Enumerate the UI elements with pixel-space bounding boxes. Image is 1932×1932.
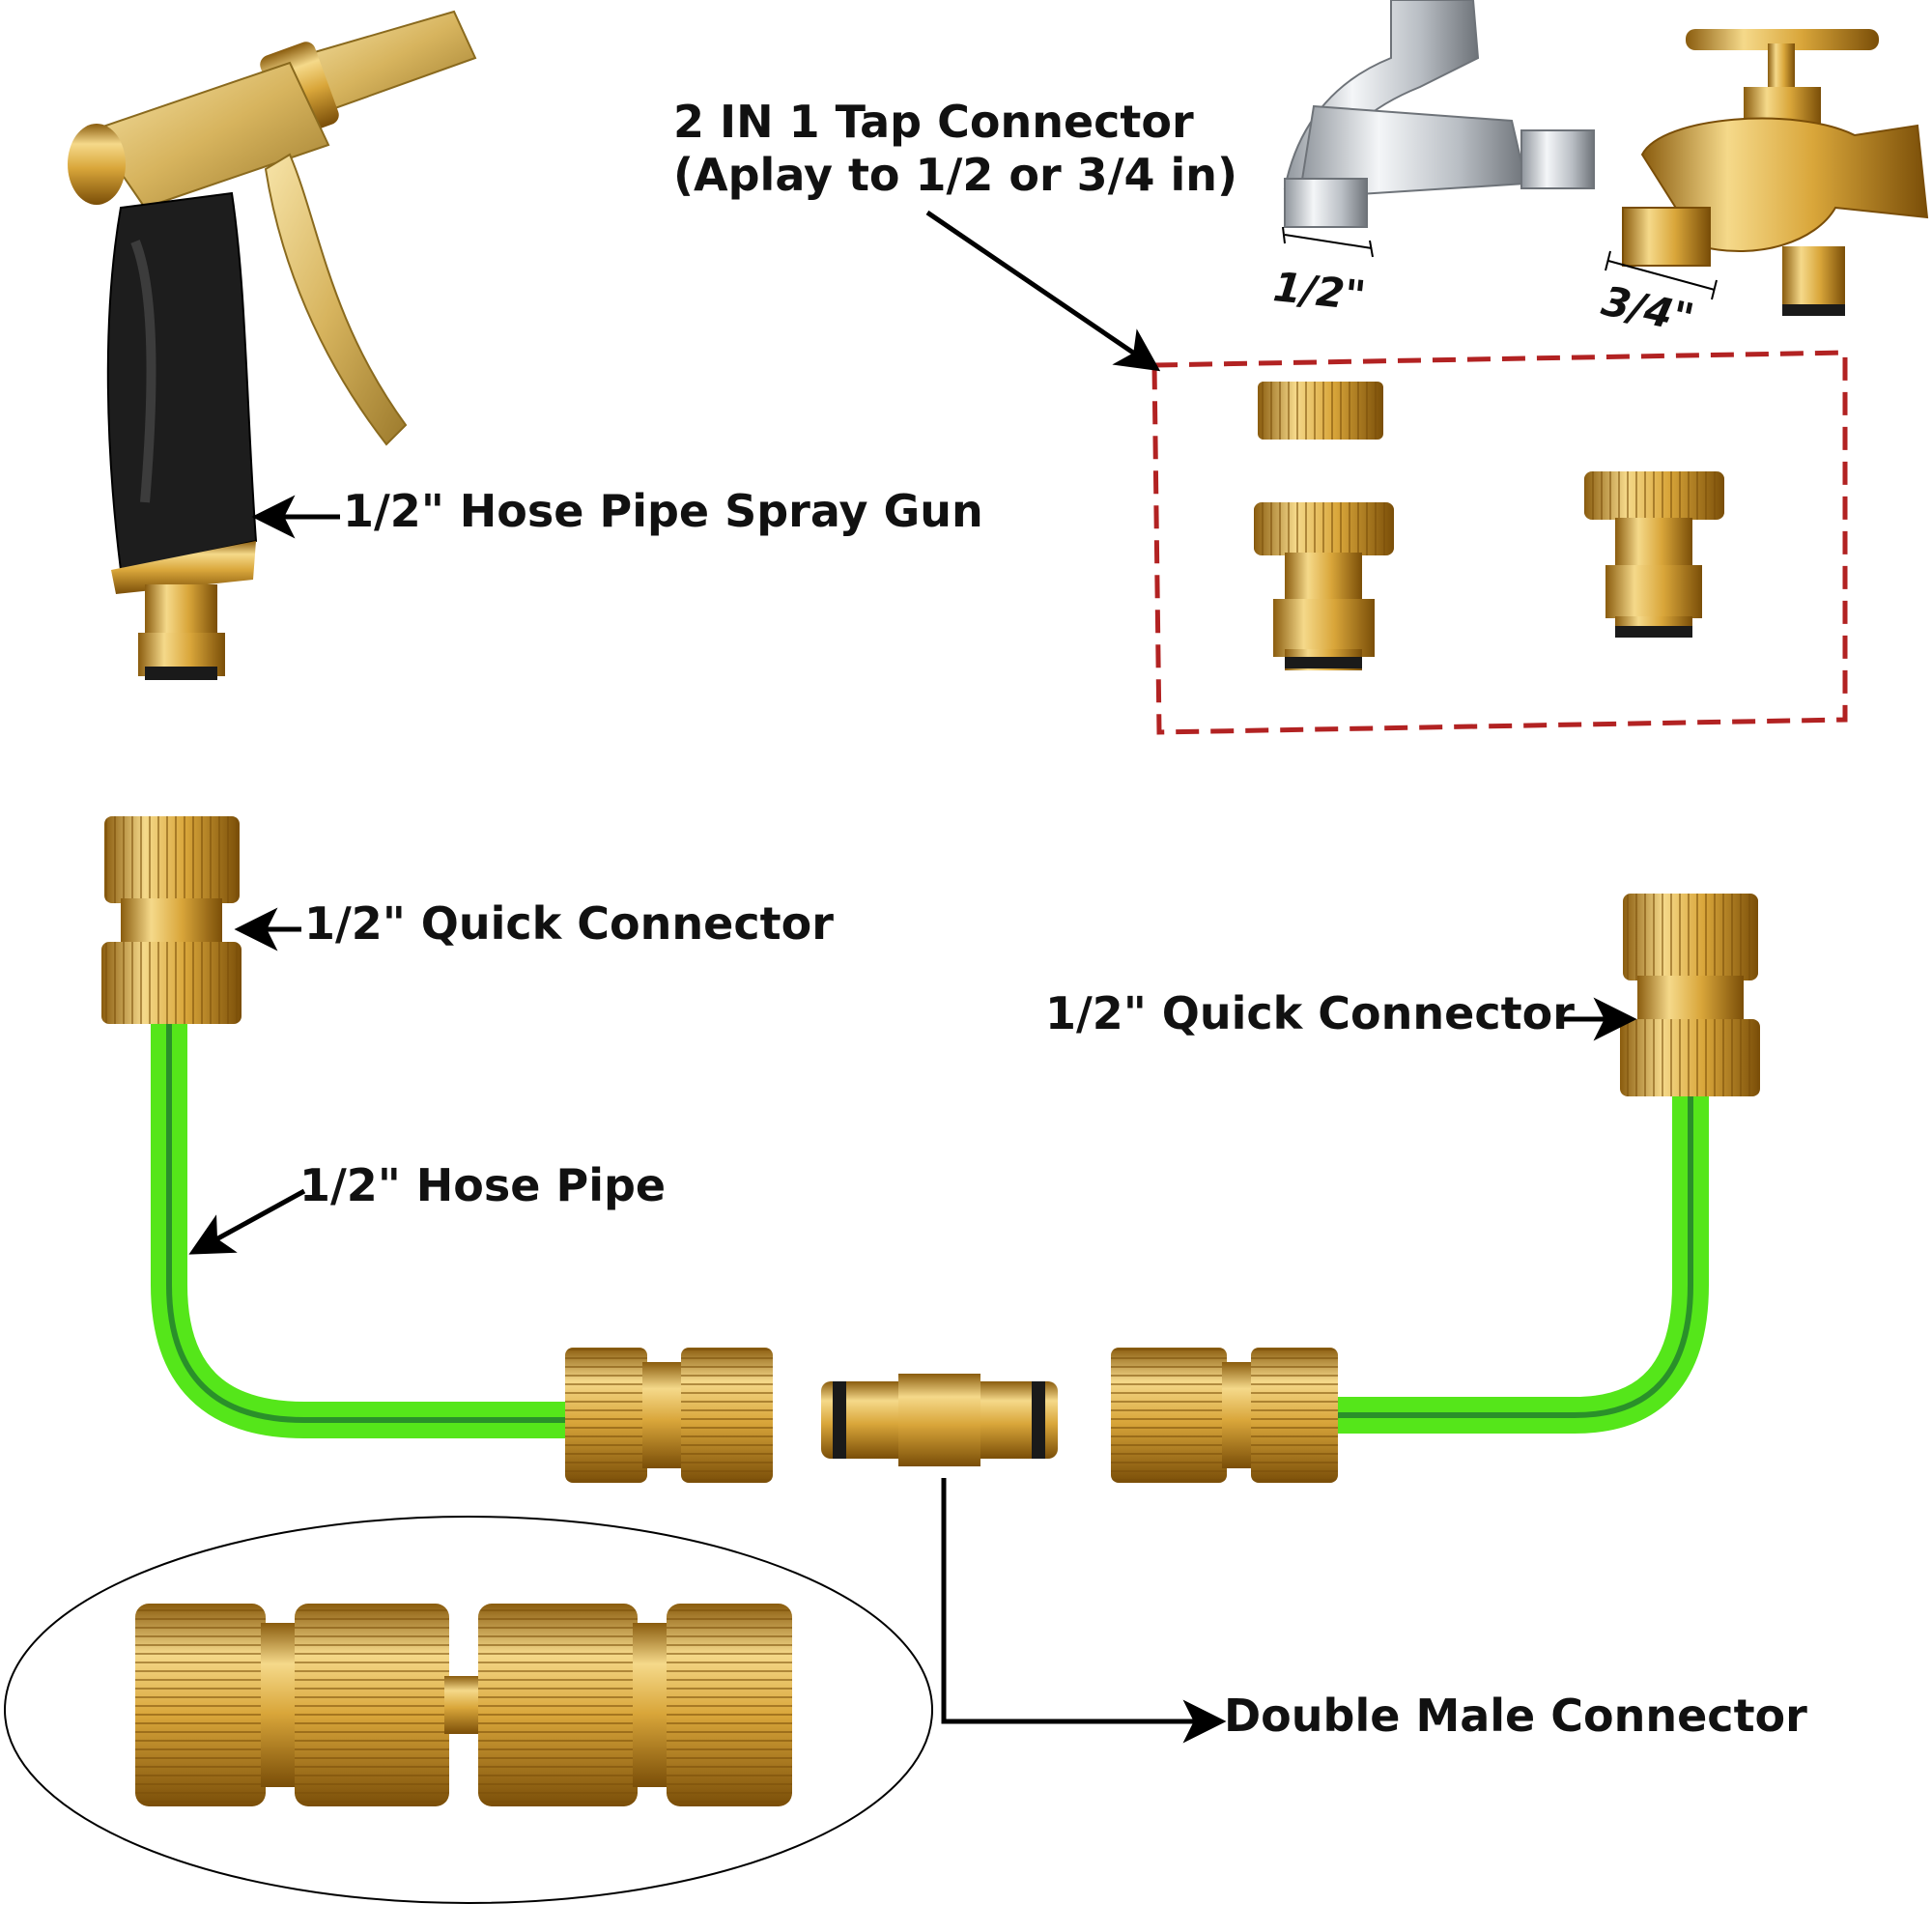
brass-tap-icon bbox=[1622, 29, 1929, 316]
spray-gun-label: 1/2" Hose Pipe Spray Gun bbox=[343, 485, 983, 537]
dimension-half-inch bbox=[1282, 226, 1374, 258]
spray-gun-icon bbox=[68, 10, 477, 680]
brass-adapter-icon bbox=[1254, 502, 1394, 670]
arrow-hose-pipe bbox=[188, 1188, 306, 1255]
detail-ellipse bbox=[4, 1516, 933, 1904]
arrow-tap-connector bbox=[925, 210, 1161, 372]
dimension-label-half-inch: 1/2" bbox=[1270, 263, 1369, 320]
tap-connector-dashed-box bbox=[1151, 350, 1848, 735]
arrow-double-male bbox=[941, 1478, 1227, 1744]
tap-connector-subtitle: (Aplay to 1/2 or 3/4 in) bbox=[673, 149, 1238, 201]
brass-adapter-icon bbox=[1258, 382, 1383, 440]
hose-pipe-label: 1/2" Hose Pipe bbox=[299, 1159, 667, 1211]
quick-connector-icon bbox=[101, 816, 242, 1024]
arrows bbox=[188, 210, 1637, 1744]
quick-connector-right-label: 1/2" Quick Connector bbox=[1045, 987, 1575, 1039]
brass-adapter-icon bbox=[1584, 471, 1724, 638]
tap-connector-title: 2 IN 1 Tap Connector bbox=[673, 96, 1194, 148]
assembled-connector-icon bbox=[135, 1604, 792, 1806]
quick-connector-icon bbox=[1620, 894, 1760, 1096]
chrome-tap-icon bbox=[1283, 0, 1595, 228]
double-male-connector-label: Double Male Connector bbox=[1224, 1690, 1807, 1742]
dimension-three-quarter-inch bbox=[1605, 250, 1718, 300]
quick-connector-left-label: 1/2" Quick Connector bbox=[304, 897, 834, 950]
quick-connector-icon bbox=[1111, 1348, 1338, 1483]
quick-connector-icon bbox=[565, 1348, 773, 1483]
hose-pipe bbox=[151, 1024, 1709, 1438]
double-male-connector-icon bbox=[821, 1374, 1058, 1466]
